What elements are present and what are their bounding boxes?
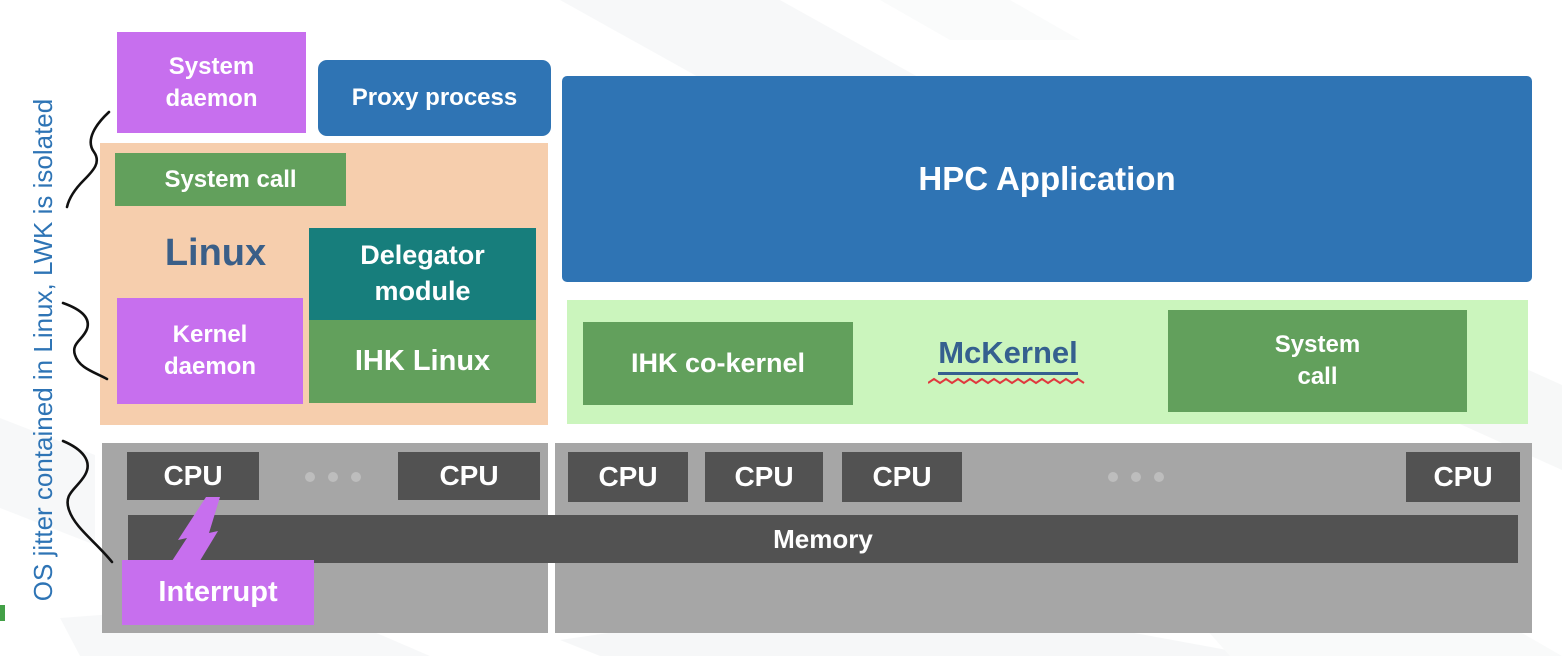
system-daemon-line2: daemon bbox=[165, 84, 258, 112]
interrupt-label: Interrupt bbox=[158, 576, 278, 609]
cpu-label: CPU bbox=[163, 459, 223, 491]
proxy-process-label: Proxy process bbox=[351, 84, 518, 112]
mckernel-os-name: McKernel bbox=[938, 335, 1078, 375]
memory-label: Memory bbox=[773, 523, 873, 554]
mckernel-os-label: McKernel bbox=[920, 334, 1096, 376]
system-daemon-line1: System bbox=[168, 52, 255, 80]
mckernel-system-call-line1: System bbox=[1274, 331, 1361, 359]
template-fragment bbox=[0, 605, 5, 621]
cpu-box: CPU bbox=[705, 452, 823, 502]
ihk-co-kernel-label: IHK co-kernel bbox=[630, 347, 806, 378]
cpu-label: CPU bbox=[872, 460, 932, 492]
dot bbox=[305, 472, 315, 482]
mckernel-system-call-line2: call bbox=[1297, 363, 1338, 390]
delegator-module-box: Delegator module bbox=[309, 228, 536, 320]
kernel-daemon-line2: daemon bbox=[163, 353, 256, 380]
ihk-linux-label: IHK Linux bbox=[354, 345, 491, 378]
dot bbox=[351, 472, 361, 482]
cpu-label: CPU bbox=[734, 460, 794, 492]
ellipsis-icon bbox=[305, 470, 361, 484]
linux-system-call-label: System call bbox=[164, 165, 297, 193]
linux-system-call-box: System call bbox=[115, 153, 346, 206]
ellipsis-icon bbox=[1108, 470, 1164, 484]
mckernel-system-call-box: System call bbox=[1168, 310, 1467, 412]
squiggle-path bbox=[928, 377, 1085, 385]
cpu-label: CPU bbox=[439, 459, 499, 491]
cpu-box: CPU bbox=[1406, 452, 1520, 502]
cpu-box: CPU bbox=[398, 452, 540, 500]
linux-os-label: Linux bbox=[133, 228, 298, 278]
ihk-linux-box: IHK Linux bbox=[309, 320, 536, 403]
dot bbox=[1108, 472, 1118, 482]
dot bbox=[328, 472, 338, 482]
delegator-module-line2: module bbox=[374, 276, 471, 306]
dot bbox=[1131, 472, 1141, 482]
spellcheck-squiggle-icon bbox=[928, 377, 1085, 385]
cpu-box: CPU bbox=[568, 452, 688, 502]
proxy-process-box: Proxy process bbox=[318, 60, 551, 136]
system-daemon-box: System daemon bbox=[117, 32, 306, 133]
hpc-application-box: HPC Application bbox=[562, 76, 1532, 282]
interrupt-box: Interrupt bbox=[122, 560, 314, 625]
cpu-box: CPU bbox=[127, 452, 259, 500]
cpu-label: CPU bbox=[1433, 460, 1493, 492]
dot bbox=[1154, 472, 1164, 482]
ihk-co-kernel-box: IHK co-kernel bbox=[583, 322, 853, 405]
cpu-label: CPU bbox=[598, 460, 658, 492]
side-note-vertical-text: OS jitter contained in Linux, LWK is iso… bbox=[26, 50, 60, 650]
linux-os-name: Linux bbox=[164, 231, 267, 274]
kernel-daemon-line1: Kernel bbox=[172, 321, 248, 349]
cpu-box: CPU bbox=[842, 452, 962, 502]
delegator-module-line1: Delegator bbox=[360, 240, 485, 271]
side-note-label: OS jitter contained in Linux, LWK is iso… bbox=[27, 98, 58, 602]
kernel-daemon-box: Kernel daemon bbox=[117, 298, 303, 404]
hpc-application-label: HPC Application bbox=[918, 160, 1176, 198]
memory-bar: Memory bbox=[128, 515, 1518, 563]
